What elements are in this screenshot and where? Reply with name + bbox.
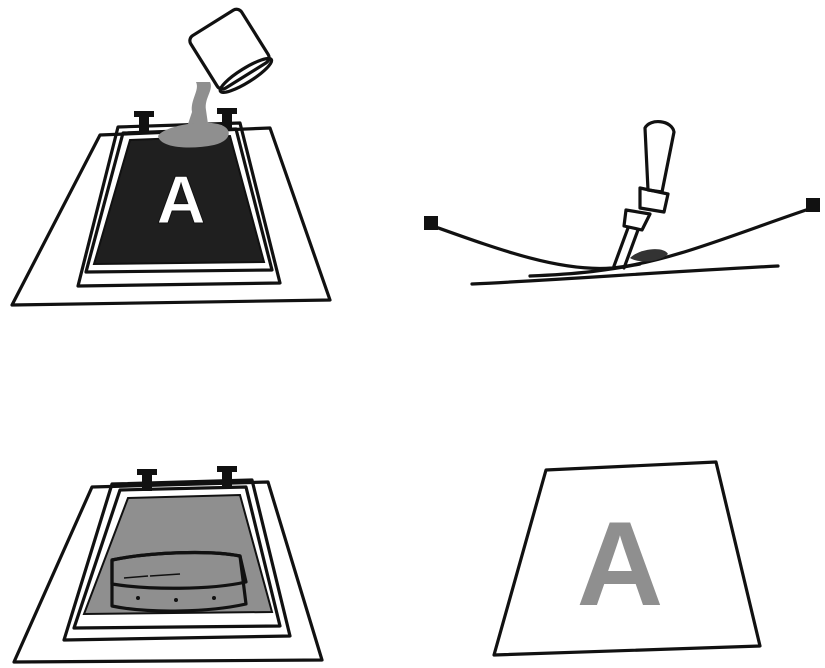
ink-stream [188, 82, 211, 124]
panel-pour-ink: A [12, 7, 330, 305]
printed-letter: A [577, 497, 664, 631]
flex-strip-top [430, 208, 812, 268]
clamp-left [134, 111, 154, 133]
squeegee-tool-icon [614, 122, 674, 268]
stencil-letter: A [156, 162, 205, 238]
panel-press-with-block [14, 466, 322, 662]
strip-end-right [806, 198, 820, 212]
strip-end-left [424, 216, 438, 230]
panel-printed-result: A [494, 462, 760, 655]
panel-squeegee-pull [424, 122, 820, 284]
